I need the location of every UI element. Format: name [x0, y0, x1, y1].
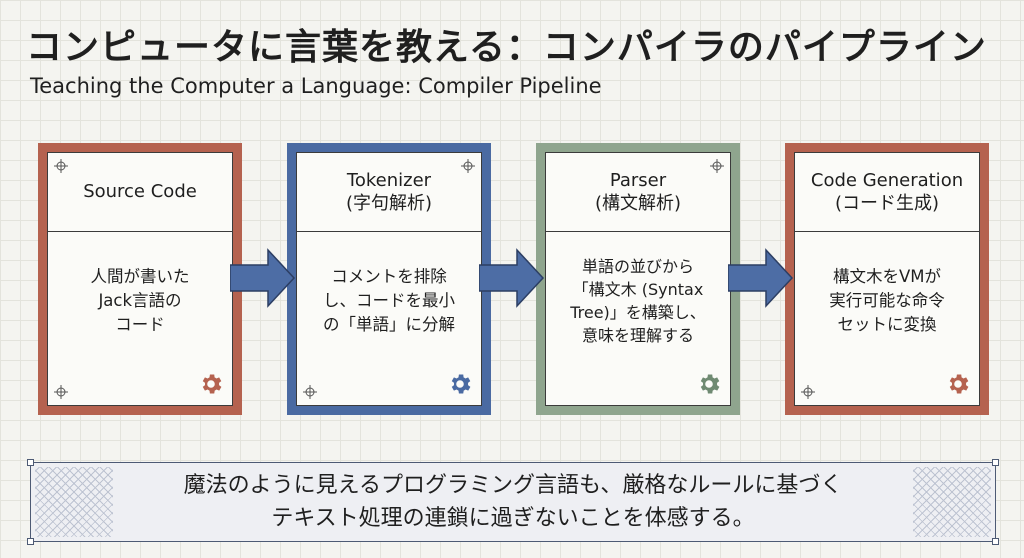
stage-line: 人間が書いた — [90, 267, 190, 287]
stage-line: 「構文木 (Syntax — [572, 279, 704, 299]
crosshair-icon — [801, 385, 815, 399]
stage-header: Code Generation (コード生成) — [795, 153, 979, 232]
stage-title: Code Generation — [810, 169, 964, 191]
banner-hatch-right — [913, 467, 991, 537]
stage-line: 意味を理解する — [581, 326, 694, 346]
summary-banner: 魔法のように見えるプログラミング言語も、厳格なルールに基づく テキスト処理の連鎖… — [27, 459, 999, 545]
stage-line: の「単語」に分解 — [323, 314, 455, 334]
stage-line: 単語の並びから — [581, 256, 694, 276]
banner-corner — [27, 538, 34, 545]
stage-parser: Parser (構文解析) 単語の並びから 「構文木 (Syntax Tree)… — [536, 143, 740, 415]
stage-description: コメントを排除 し、コードを最小 の「単語」に分解 — [297, 233, 481, 369]
stage-line: 実行可能な命令 — [829, 291, 945, 311]
banner-line-2: テキスト処理の連鎖に過ぎないことを体感する。 — [271, 506, 755, 531]
stage-header: Source Code — [48, 153, 232, 232]
stage-subtitle: (字句解析) — [345, 193, 433, 214]
page-title: コンピュータに言葉を教える：コンパイラのパイプライン — [26, 27, 987, 68]
banner-hatch-left — [35, 467, 113, 537]
banner-corner — [992, 459, 999, 466]
banner-corner — [992, 538, 999, 545]
gear-icon — [202, 374, 222, 394]
stage-title: Source Code — [83, 181, 197, 203]
stage-source-code: Source Code 人間が書いた Jack言語の コード — [38, 143, 242, 415]
stage-description: 構文木をVMが 実行可能な命令 セットに変換 — [795, 233, 979, 369]
stage-subtitle: (構文解析) — [594, 193, 682, 214]
page-subtitle: Teaching the Computer a Language: Compil… — [30, 74, 602, 98]
stage-header: Parser (構文解析) — [546, 153, 730, 232]
crosshair-icon — [303, 385, 317, 399]
banner-text: 魔法のように見えるプログラミング言語も、厳格なルールに基づく テキスト処理の連鎖… — [111, 463, 915, 541]
stage-line: コメントを排除 — [331, 267, 447, 287]
crosshair-icon — [710, 159, 724, 173]
banner-corner — [27, 459, 34, 466]
stage-line: Tree)」を構築し、 — [570, 303, 706, 322]
gear-icon — [451, 374, 471, 394]
gear-icon — [949, 374, 969, 394]
stage-line: 構文木をVMが — [832, 267, 942, 287]
crosshair-icon — [54, 385, 68, 399]
crosshair-icon — [54, 159, 68, 173]
stage-code-generation: Code Generation (コード生成) 構文木をVMが 実行可能な命令 … — [785, 143, 989, 415]
stage-line: Jack言語の — [98, 291, 182, 311]
banner-line-1: 魔法のように見えるプログラミング言語も、厳格なルールに基づく — [183, 473, 843, 498]
stage-header: Tokenizer (字句解析) — [297, 153, 481, 232]
stage-line: コード — [115, 314, 165, 334]
stage-title: Parser — [609, 169, 667, 191]
stage-subtitle: (コード生成) — [834, 193, 940, 214]
stage-description: 人間が書いた Jack言語の コード — [48, 233, 232, 369]
arrow-right-icon — [479, 248, 545, 308]
arrow-right-icon — [728, 248, 794, 308]
stage-tokenizer: Tokenizer (字句解析) コメントを排除 し、コードを最小 の「単語」に… — [287, 143, 491, 415]
crosshair-icon — [461, 159, 475, 173]
arrow-right-icon — [230, 248, 296, 308]
stage-line: し、コードを最小 — [323, 291, 455, 311]
stage-description: 単語の並びから 「構文木 (Syntax Tree)」を構築し、 意味を理解する — [546, 233, 730, 369]
stage-line: セットに変換 — [837, 314, 937, 334]
stage-title: Tokenizer — [346, 169, 432, 191]
gear-icon — [700, 374, 720, 394]
